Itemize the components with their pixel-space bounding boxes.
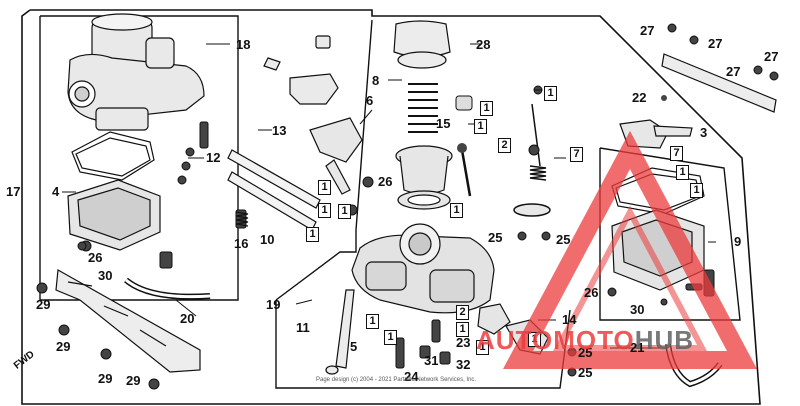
boxed-ref-1: 1 bbox=[366, 314, 379, 329]
callout-13: 13 bbox=[272, 123, 287, 138]
callout-29-b: 29 bbox=[56, 339, 71, 354]
callout-6: 6 bbox=[366, 93, 374, 108]
callout-3: 3 bbox=[700, 125, 708, 140]
callout-31: 31 bbox=[424, 353, 439, 368]
boxed-ref-7: 7 bbox=[570, 147, 583, 162]
boxed-ref-1: 1 bbox=[474, 119, 487, 134]
callout-25-c: 25 bbox=[578, 345, 593, 360]
callout-27-b: 27 bbox=[708, 36, 723, 51]
boxed-ref-1: 1 bbox=[338, 204, 351, 219]
callout-18: 18 bbox=[236, 37, 251, 52]
watermark-rest: HUB bbox=[634, 325, 695, 355]
callout-25-d: 25 bbox=[578, 365, 593, 380]
callout-27-a: 27 bbox=[640, 23, 655, 38]
callout-17: 17 bbox=[6, 184, 21, 199]
callout-15: 15 bbox=[436, 116, 451, 131]
callout-22: 22 bbox=[632, 90, 647, 105]
callout-12: 12 bbox=[206, 150, 221, 165]
boxed-ref-1: 1 bbox=[476, 340, 489, 355]
callout-26-left: 26 bbox=[88, 250, 103, 265]
callout-23: 23 bbox=[456, 335, 471, 350]
callout-27-d: 27 bbox=[764, 49, 779, 64]
callout-26-right: 26 bbox=[584, 285, 599, 300]
callout-30-right: 30 bbox=[630, 302, 645, 317]
boxed-ref-1: 1 bbox=[690, 183, 703, 198]
callout-10: 10 bbox=[260, 232, 275, 247]
callout-32: 32 bbox=[456, 357, 471, 372]
copyright-text: Page design (c) 2004 - 2021 Partzilla Ne… bbox=[316, 377, 477, 383]
callout-29-c: 29 bbox=[98, 371, 113, 386]
callout-16: 16 bbox=[234, 236, 249, 251]
callout-21: 21 bbox=[630, 340, 645, 355]
boxed-ref-1: 1 bbox=[318, 203, 331, 218]
callout-30-left: 30 bbox=[98, 268, 113, 283]
callout-27-c: 27 bbox=[726, 64, 741, 79]
boxed-ref-2: 2 bbox=[456, 305, 469, 320]
boxed-ref-7: 7 bbox=[670, 146, 683, 161]
callout-8: 8 bbox=[372, 73, 380, 88]
callout-5: 5 bbox=[350, 339, 358, 354]
callout-9: 9 bbox=[734, 234, 742, 249]
callout-29-d: 29 bbox=[126, 373, 141, 388]
callout-4: 4 bbox=[52, 184, 60, 199]
boxed-ref-1: 1 bbox=[480, 101, 493, 116]
boxed-ref-1: 1 bbox=[528, 332, 541, 347]
boxed-ref-2: 2 bbox=[498, 138, 511, 153]
boxed-ref-1: 1 bbox=[306, 227, 319, 242]
watermark-highlight: AUTOMOTO bbox=[476, 325, 635, 355]
callout-24: 24 bbox=[404, 369, 419, 384]
callout-20: 20 bbox=[180, 311, 195, 326]
callout-25-a: 25 bbox=[488, 230, 503, 245]
callout-25-b: 25 bbox=[556, 232, 571, 247]
boxed-ref-1: 1 bbox=[544, 86, 557, 101]
boxed-ref-1: 1 bbox=[676, 165, 689, 180]
boxed-ref-1: 1 bbox=[456, 322, 469, 337]
callout-29-a: 29 bbox=[36, 297, 51, 312]
callout-14: 14 bbox=[562, 312, 577, 327]
callout-28: 28 bbox=[476, 37, 491, 52]
boxed-ref-1: 1 bbox=[384, 330, 397, 345]
callout-19: 19 bbox=[266, 297, 281, 312]
boxed-ref-1: 1 bbox=[318, 180, 331, 195]
callout-11: 11 bbox=[296, 320, 310, 335]
watermark-text: AUTOMOTOHUB bbox=[476, 325, 694, 356]
callout-26-mid: 26 bbox=[378, 174, 393, 189]
boxed-ref-1: 1 bbox=[450, 203, 463, 218]
